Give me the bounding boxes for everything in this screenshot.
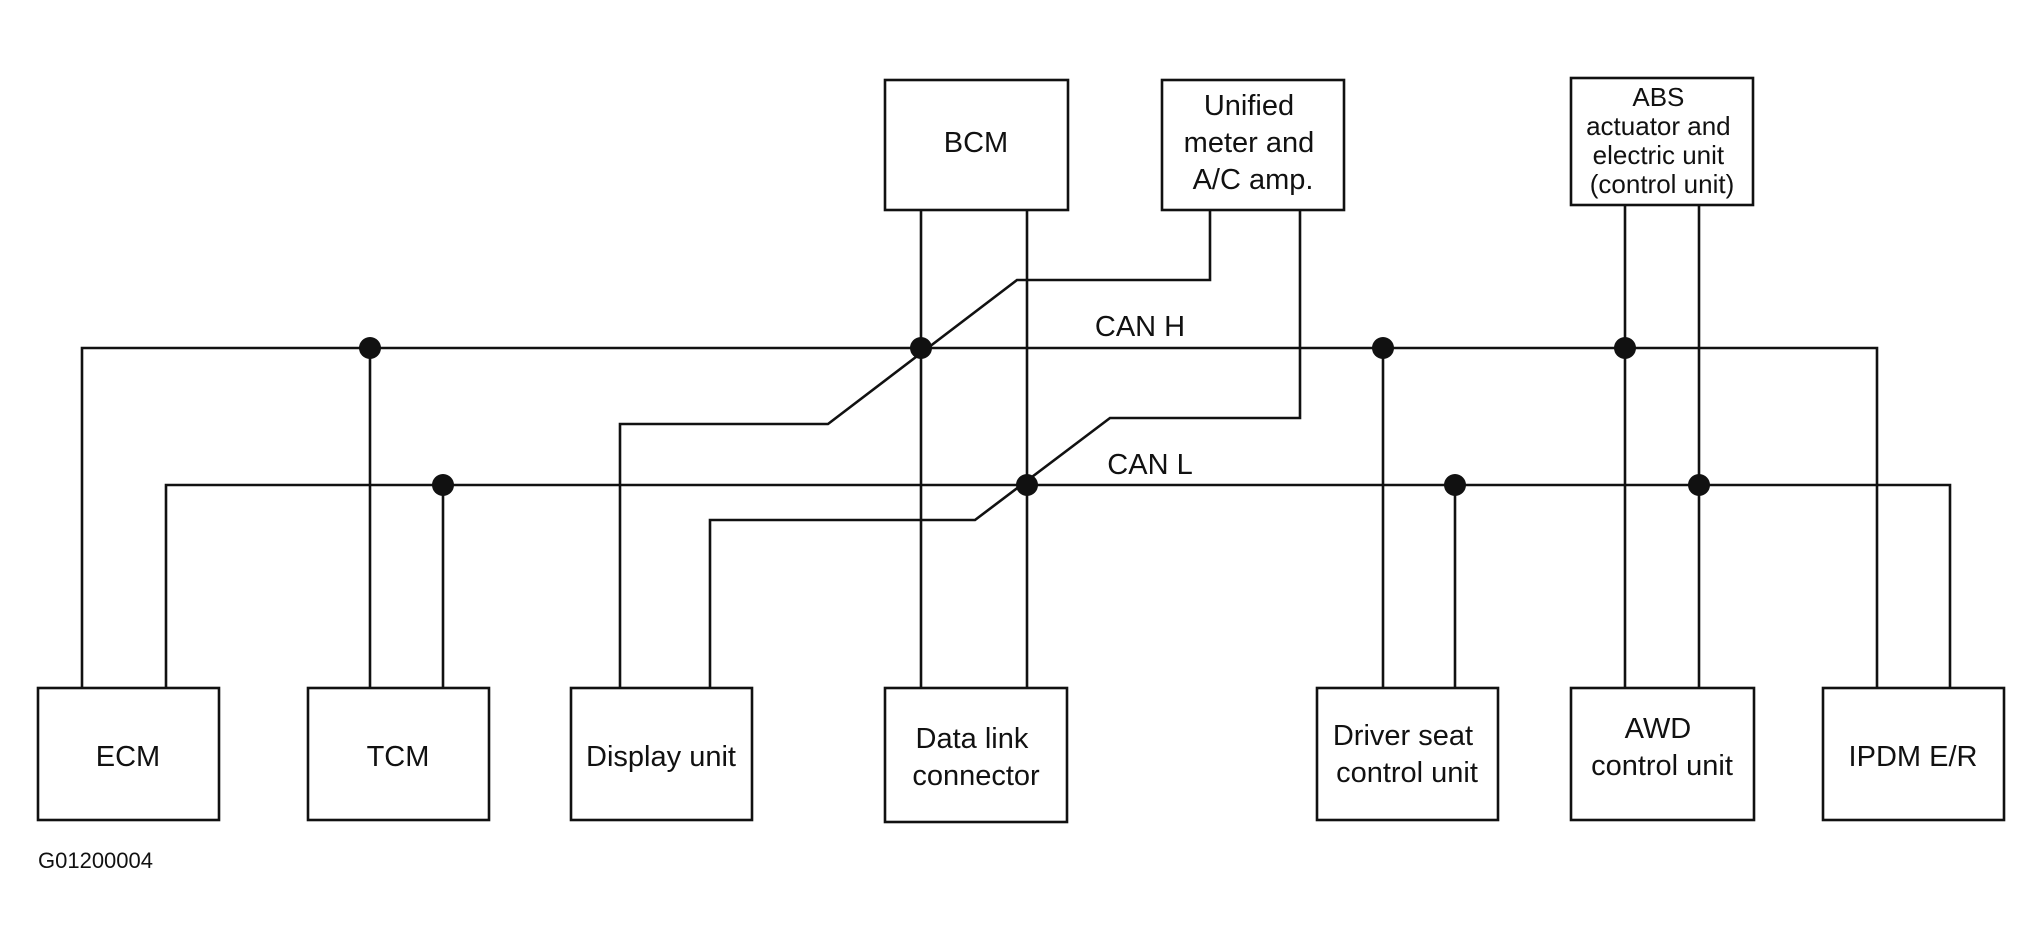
unified-meter-label-line-3: A/C amp. xyxy=(1193,164,1314,196)
svg-text:IPDM E/R: IPDM E/R xyxy=(1849,741,1978,773)
data-link-connector-box: Data link connector xyxy=(883,686,1069,824)
meter-to-display-can-l-wire xyxy=(708,210,1302,688)
junction-dot xyxy=(1614,337,1636,359)
junction-dot xyxy=(1444,474,1466,496)
wires xyxy=(80,205,1952,688)
tcm-label: TCM xyxy=(367,741,430,773)
ipdm-er-label: IPDM E/R xyxy=(1849,741,1978,773)
bcm-label: BCM xyxy=(944,127,1008,159)
bcm-box: BCM xyxy=(883,78,1070,212)
svg-text:Unified meter and: Unified meter and A/C amp. xyxy=(1184,90,1323,196)
svg-text:TCM: TCM xyxy=(367,741,430,773)
abs-unit-box: ABS actuator and electric unit (control … xyxy=(1569,76,1755,207)
display-unit-box: Display unit xyxy=(569,686,754,822)
awd-label-line-1: AWD xyxy=(1625,713,1692,745)
ipdm-er-box: IPDM E/R xyxy=(1821,686,2006,822)
junction-dot xyxy=(1688,474,1710,496)
driver-seat-label-line-1: Driver seat xyxy=(1333,720,1473,752)
data-link-connector-label-line-2: connector xyxy=(912,760,1040,792)
svg-text:AWD control unit: AWD control unit xyxy=(1591,713,1733,782)
abs-label-line-4: (control unit) xyxy=(1590,169,1735,199)
junctions xyxy=(359,337,1710,496)
can-l-bus-line xyxy=(164,483,1952,688)
can-h-bus-line xyxy=(80,346,1879,688)
svg-text:ABS actuator and e: ABS actuator and electric unit (control … xyxy=(1586,82,1738,199)
unified-meter-box: Unified meter and A/C amp. xyxy=(1160,78,1346,212)
abs-label-line-2: actuator and xyxy=(1586,111,1731,141)
abs-label-line-3: electric unit xyxy=(1593,140,1725,170)
awd-control-unit-box: AWD control unit xyxy=(1569,686,1756,822)
svg-text:Driver seat control unit: Driver seat control unit xyxy=(1333,720,1481,789)
abs-label-line-1: ABS xyxy=(1632,82,1684,112)
unified-meter-label-line-2: meter and xyxy=(1184,127,1315,159)
driver-seat-control-unit-box: Driver seat control unit xyxy=(1315,686,1500,822)
svg-text:ECM: ECM xyxy=(96,741,160,773)
junction-dot xyxy=(1016,474,1038,496)
junction-dot xyxy=(910,337,932,359)
junction-dot xyxy=(432,474,454,496)
data-link-connector-label-line-1: Data link xyxy=(916,723,1029,755)
awd-label-line-2: control unit xyxy=(1591,750,1733,782)
svg-text:Data link connector: Data link connector xyxy=(912,723,1040,792)
junction-dot xyxy=(359,337,381,359)
ecm-box: ECM xyxy=(36,686,221,822)
driver-seat-label-line-2: control unit xyxy=(1336,757,1478,789)
svg-text:Display unit: Display unit xyxy=(586,741,736,773)
can-l-label: CAN L xyxy=(1107,449,1192,481)
svg-text:BCM: BCM xyxy=(944,127,1008,159)
figure-code: G01200004 xyxy=(38,848,153,873)
tcm-box: TCM xyxy=(306,686,491,822)
can-h-label: CAN H xyxy=(1095,311,1185,343)
ecm-label: ECM xyxy=(96,741,160,773)
junction-dot xyxy=(1372,337,1394,359)
display-unit-label: Display unit xyxy=(586,741,736,773)
unified-meter-label-line-1: Unified xyxy=(1204,90,1294,122)
